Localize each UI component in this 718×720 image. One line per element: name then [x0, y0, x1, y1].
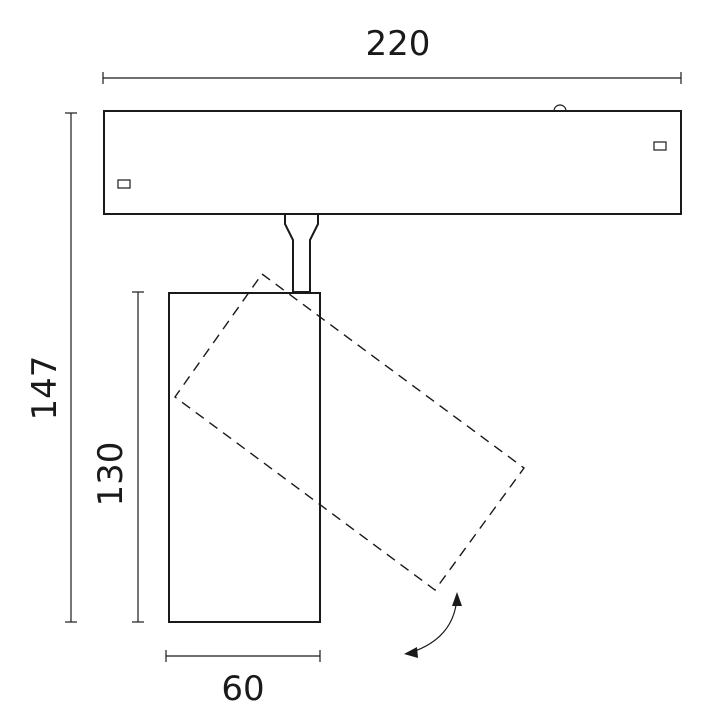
- adapter-top-bump: [553, 104, 567, 112]
- lamp-width-label: 60: [221, 669, 264, 709]
- tilted-lamp-dashed: [174, 273, 525, 591]
- lamp-head: [168, 292, 321, 623]
- adapter-slot-right: [653, 141, 667, 151]
- width-label: 220: [366, 24, 431, 64]
- rotation-arrow: [404, 592, 462, 658]
- track-adapter: [103, 104, 682, 215]
- adapter-body: [103, 110, 682, 215]
- lamp-height-label: 130: [91, 442, 131, 507]
- stem-body: [284, 213, 319, 293]
- total-height-dimension: 147: [25, 112, 77, 623]
- lamp-body: [168, 292, 321, 623]
- rotation-arrowhead-top: [452, 592, 462, 606]
- tilted-lamp-outline: [174, 273, 525, 591]
- lamp-width-dimension: 60: [165, 650, 321, 709]
- lamp-height-dimension: 130: [91, 291, 144, 623]
- total-height-label: 147: [25, 356, 65, 421]
- stem: [284, 213, 319, 293]
- adapter-slot-left: [117, 179, 131, 189]
- width-dimension: 220: [102, 24, 682, 84]
- rotation-arc: [405, 595, 458, 655]
- rotation-arrowhead-bottom: [404, 647, 418, 658]
